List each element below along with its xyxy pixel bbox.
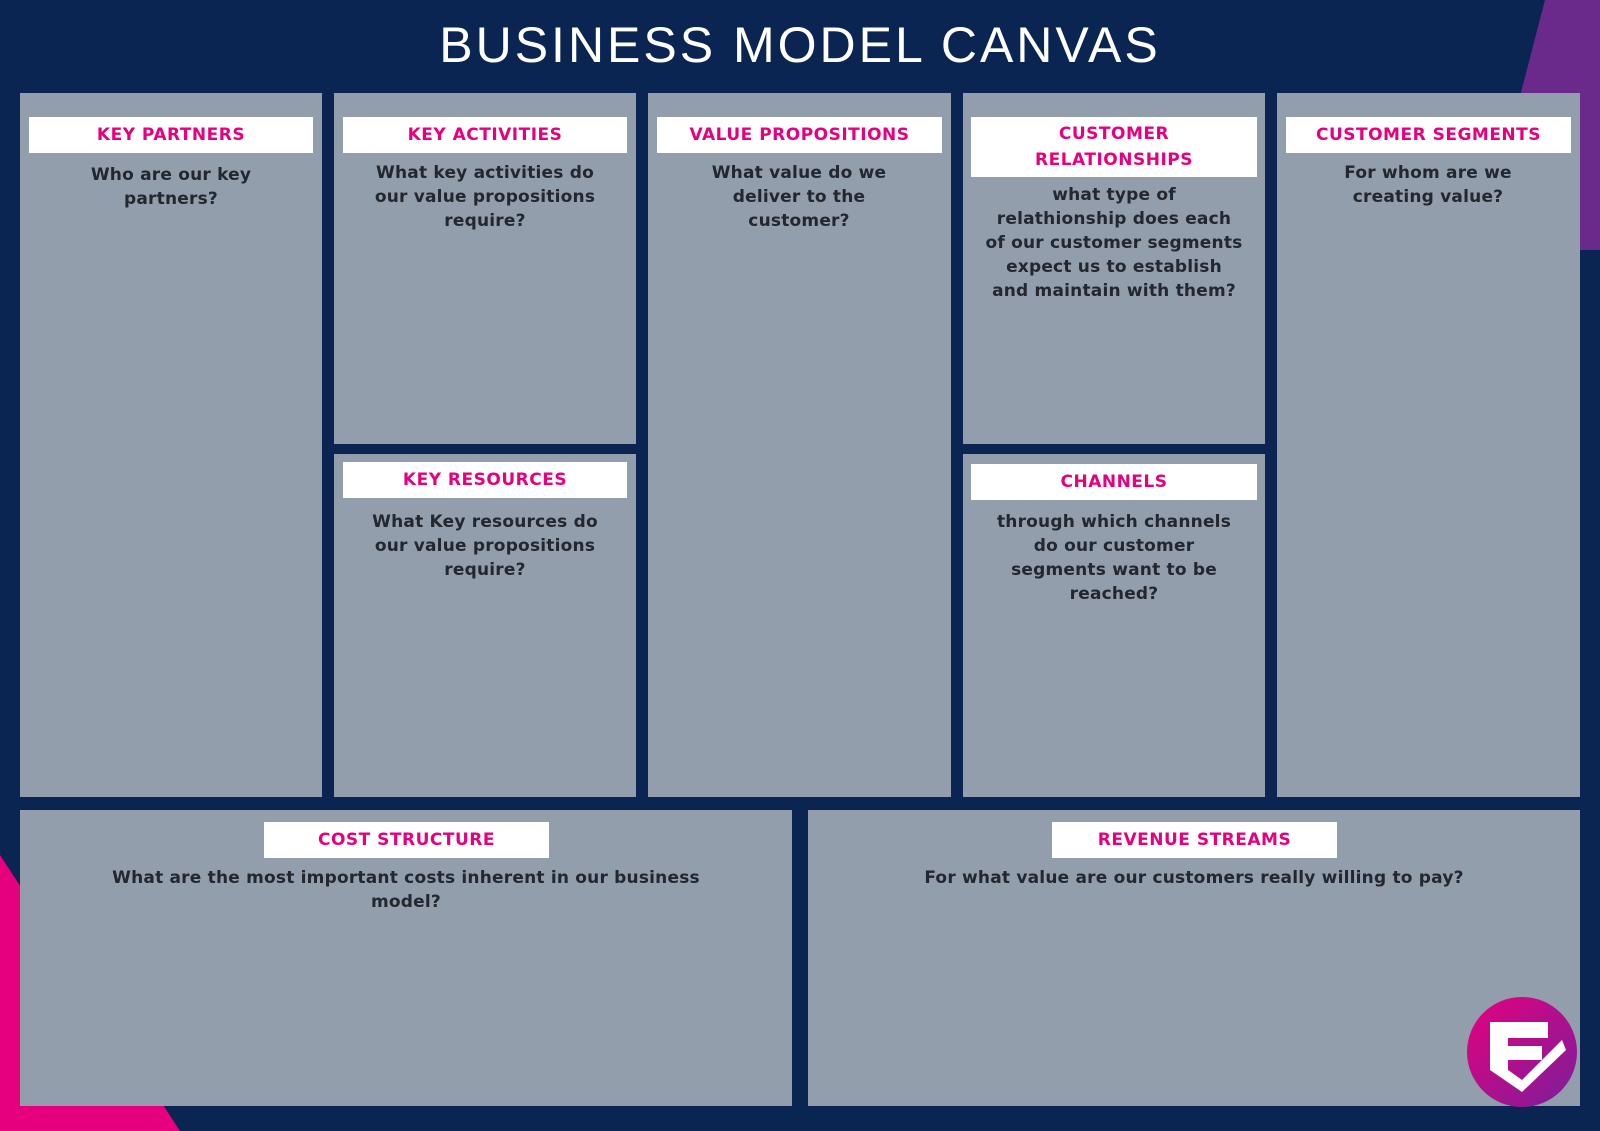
channels-question: through which channels do our customer s… [996, 512, 1232, 604]
revenue-streams-question: For what value are our customers really … [924, 868, 1464, 888]
cost-structure-block[interactable]: COST STRUCTURE What are the most importa… [20, 810, 792, 1106]
key-partners-question: Who are our key partners? [90, 165, 252, 209]
key-activities-label: KEY ACTIVITIES [343, 117, 627, 153]
value-propositions-label: VALUE PROPOSITIONS [657, 117, 942, 153]
revenue-streams-block[interactable]: REVENUE STREAMS For what value are our c… [808, 810, 1580, 1106]
cost-structure-label: COST STRUCTURE [264, 822, 549, 858]
value-propositions-question: What value do we deliver to the customer… [711, 163, 887, 231]
key-partners-block[interactable]: KEY PARTNERS Who are our key partners? [20, 93, 322, 797]
page-title: BUSINESS MODEL CANVAS [439, 17, 1161, 73]
customer-relationships-label: CUSTOMER RELATIONSHIPS [971, 117, 1257, 177]
key-activities-question: What key activities do our value proposi… [374, 163, 596, 231]
customer-segments-question: For whom are we creating value? [1344, 163, 1512, 207]
key-resources-label: KEY RESOURCES [343, 462, 627, 498]
shield-checkmark-logo-icon [1467, 997, 1577, 1107]
key-partners-label: KEY PARTNERS [29, 117, 313, 153]
channels-label: CHANNELS [971, 464, 1257, 500]
key-resources-question: What Key resources do our value proposit… [372, 512, 598, 580]
channels-block[interactable]: CHANNELS through which channels do our c… [963, 454, 1265, 797]
customer-relationships-question: what type of relathionship does each of … [985, 185, 1243, 301]
customer-segments-block[interactable]: CUSTOMER SEGMENTS For whom are we creati… [1277, 93, 1580, 797]
key-resources-block[interactable]: KEY RESOURCES What Key resources do our … [334, 454, 636, 797]
customer-relationships-block[interactable]: CUSTOMER RELATIONSHIPS what type of rela… [963, 93, 1265, 444]
key-activities-block[interactable]: KEY ACTIVITIES What key activities do ou… [334, 93, 636, 444]
cost-structure-question: What are the most important costs inhere… [112, 868, 700, 912]
value-propositions-block[interactable]: VALUE PROPOSITIONS What value do we deli… [648, 93, 951, 797]
revenue-streams-label: REVENUE STREAMS [1052, 822, 1337, 858]
customer-segments-label: CUSTOMER SEGMENTS [1286, 117, 1571, 153]
